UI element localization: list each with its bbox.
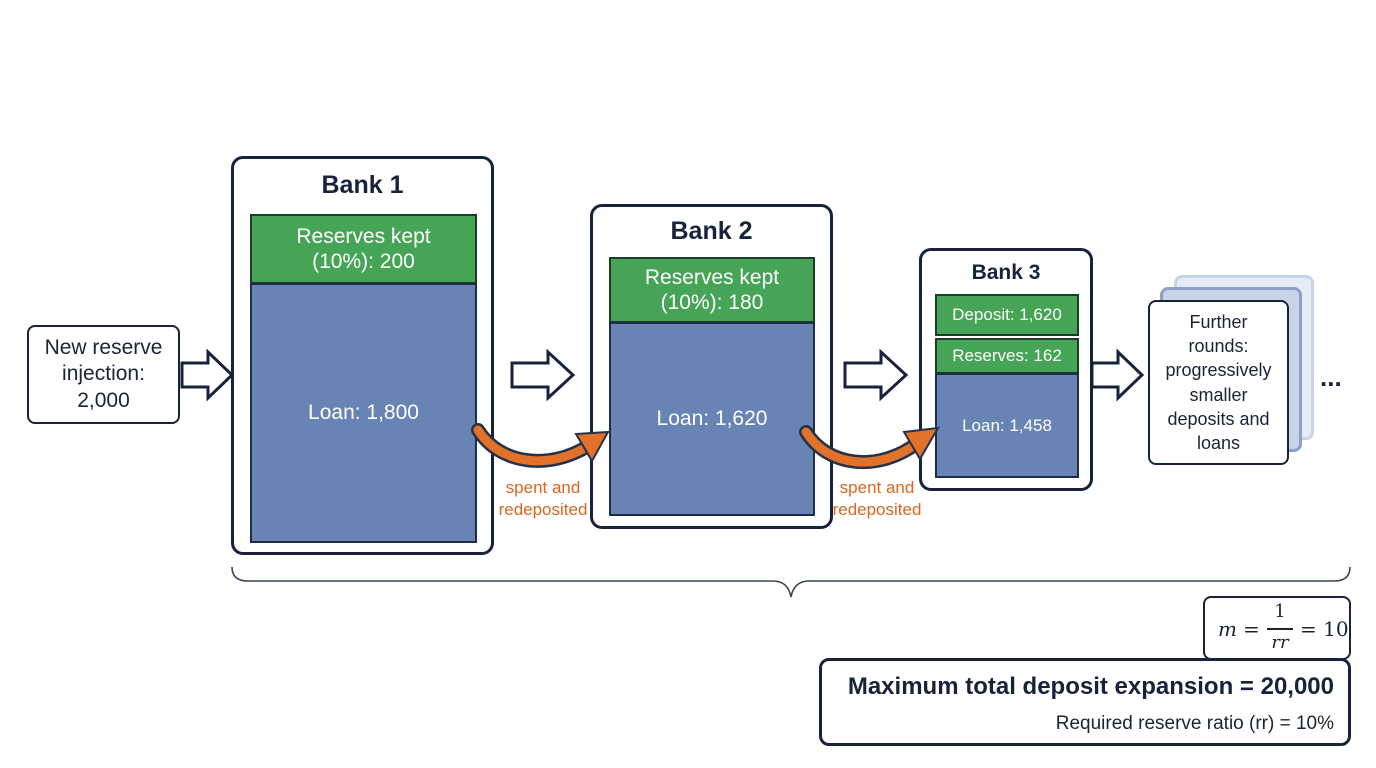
redeposit-arrow-2 — [799, 425, 940, 470]
bank-1-loan: Loan: 1,800 — [250, 283, 477, 543]
bank-3-deposit: Deposit: 1,620 — [935, 294, 1079, 336]
injection-box: New reserve injection: 2,000 — [27, 325, 180, 424]
summary-headline: Maximum total deposit expansion = 20,000 — [847, 673, 1334, 700]
formula-denominator: rr — [1271, 632, 1289, 653]
bank-2-loan: Loan: 1,620 — [609, 322, 815, 516]
summary-subline: Required reserve ratio (rr) = 10% — [1055, 713, 1334, 734]
bank-2-reserves: Reserves kept (10%): 180 — [609, 257, 815, 323]
formula-fraction-bar — [1267, 628, 1293, 630]
injection-label: New reserve injection: 2,000 — [44, 336, 163, 412]
redeposit-label-2: spent and redeposited — [832, 478, 922, 520]
summary-box: Maximum total deposit expansion = 20,000… — [819, 658, 1351, 746]
summary-brace — [231, 566, 1351, 598]
further-rounds-card: Further rounds: progressively smaller de… — [1148, 300, 1289, 465]
bank-3-title: Bank 3 — [971, 261, 1041, 284]
bank-3-card: Bank 3 Deposit: 1,620 Reserves: 162 Loan… — [919, 248, 1093, 491]
formula-numerator: 1 — [1274, 601, 1286, 622]
arrow-bank1-to-bank2 — [510, 348, 576, 402]
arrow-bank2-to-bank3 — [843, 348, 909, 402]
bank-3-loan: Loan: 1,458 — [935, 373, 1079, 478]
bank-1-reserves: Reserves kept (10%): 200 — [250, 214, 477, 284]
redeposit-label-1: spent and redeposited — [498, 478, 588, 520]
bank-1-title: Bank 1 — [321, 171, 404, 199]
bank-2-title: Bank 2 — [670, 217, 753, 245]
redeposit-arrow-1 — [471, 423, 610, 468]
formula-lhs: m — [1218, 617, 1237, 641]
formula-result: = 10 — [1300, 617, 1349, 641]
bank-1-card: Bank 1 Reserves kept (10%): 200 Loan: 1,… — [231, 156, 494, 555]
multiplier-formula-box: m = 1 rr = 10 — [1203, 596, 1351, 660]
arrow-bank3-to-further — [1090, 348, 1145, 402]
bank-3-reserves: Reserves: 162 — [935, 338, 1079, 374]
arrow-injection-to-bank1 — [180, 348, 235, 402]
further-ellipsis: ... — [1320, 362, 1342, 392]
further-rounds-label: Further rounds: progressively smaller de… — [1165, 311, 1272, 454]
bank-2-card: Bank 2 Reserves kept (10%): 180 Loan: 1,… — [590, 204, 833, 529]
formula-equals: = — [1243, 617, 1260, 641]
